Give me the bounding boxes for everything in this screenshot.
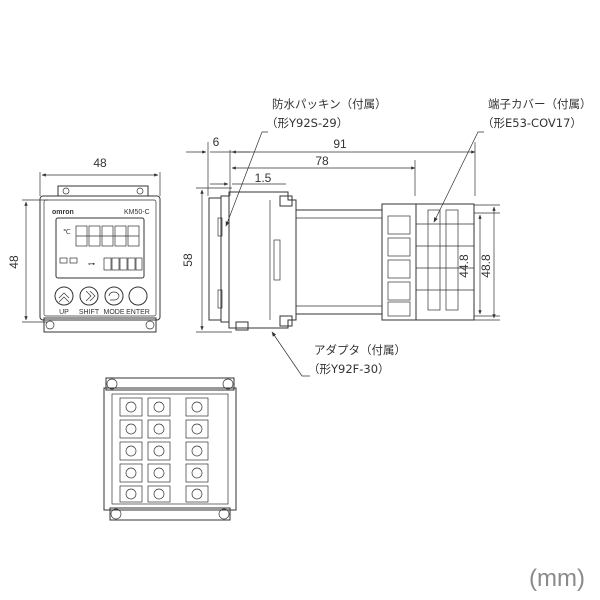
celsius-symbol: ℃ [63,229,71,236]
packing-name: 防水パッキン（付属） [272,97,387,111]
adapter-name: アダプタ（付属） [314,343,406,357]
mode-button[interactable] [104,286,124,306]
total-depth-dim: 91 [333,137,347,151]
outer-height-dim: 48.8 [479,254,493,278]
side-terminals [387,215,411,317]
front-height-dim: 48 [7,255,21,269]
key-icon: ⊶ [88,261,95,268]
inner-height-dim: 44.8 [457,254,471,278]
enter-label: ENTER [126,309,150,316]
brand-logo: omron [52,209,74,216]
front-width-dim: 48 [93,156,107,170]
model-label: KM50-C [124,209,150,216]
cover-name: 端子カバー（付属） [488,97,592,111]
sub-display-digits: ⊶ [59,257,143,271]
callout-packing: 防水パッキン（付属） （形Y92S-29） [225,97,387,227]
up-button[interactable] [54,286,74,306]
mode-label: MODE [104,309,125,316]
unit-label: (mm) [529,565,585,592]
rear-terminal-grid [119,397,209,503]
shift-button[interactable] [79,286,99,306]
rear-view [103,377,237,521]
bezel-depth-dim: 1.5 [255,171,272,185]
up-label: UP [59,309,69,316]
enter-button[interactable] [128,286,148,306]
adapter-model: （形Y92F-30） [308,362,390,376]
front-view: 48 48 omron KM50-C ℃ [7,156,161,333]
main-display-digits [75,225,140,247]
side-height-dim: 58 [181,253,195,267]
front-depth-dim: 6 [213,135,220,149]
shift-label: SHIFT [79,309,100,316]
packing-model: （形Y92S-29） [266,116,348,130]
body-depth-dim: 78 [315,154,329,168]
cover-model: （形E53-COV17） [482,116,582,130]
side-view: 91 6 78 1.5 58 [181,135,500,333]
callout-adapter: アダプタ（付属） （形Y92F-30） [271,331,406,377]
callout-cover: 端子カバー（付属） （形E53-COV17） [433,97,592,223]
